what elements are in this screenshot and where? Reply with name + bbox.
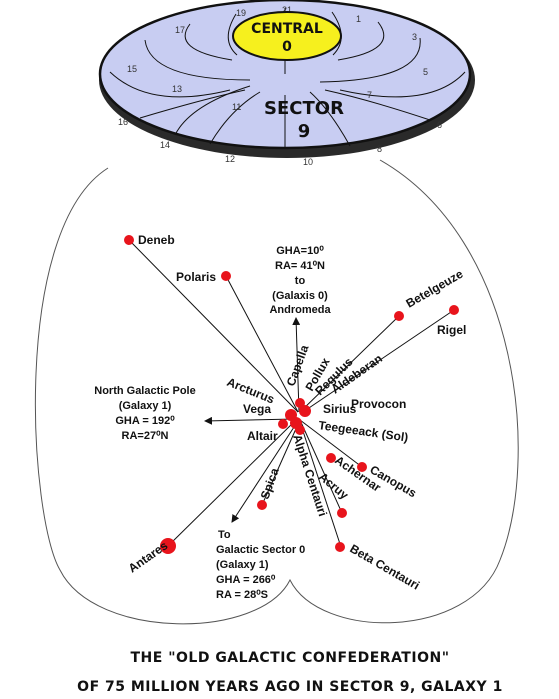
svg-text:17: 17 — [175, 25, 185, 35]
note-andromeda: GHA=10⁰ RA= 41⁰N to (Galaxis 0) Andromed… — [269, 245, 331, 316]
svg-text:(Galaxy 1): (Galaxy 1) — [216, 559, 269, 571]
star-label-teegeeack: Teegeeack (Sol) — [318, 418, 410, 444]
star-label-sirius: Sirius — [323, 402, 357, 416]
star-dot-acruy — [337, 508, 347, 518]
central-zone — [232, 11, 342, 61]
svg-text:GHA = 266⁰: GHA = 266⁰ — [216, 574, 276, 586]
sector-number: 9 — [298, 121, 311, 142]
svg-text:14: 14 — [160, 140, 170, 150]
star-lines — [129, 240, 455, 547]
star-dot-antares — [160, 538, 176, 554]
projection-outline — [34, 159, 519, 625]
svg-text:Andromeda: Andromeda — [269, 304, 331, 316]
star-label-antares: Antares — [126, 538, 171, 575]
svg-text:(Galaxy 1): (Galaxy 1) — [119, 400, 172, 412]
galaxy-disc: 19 21 1 17 3 15 5 13 7 11 16 6 14 8 12 1… — [98, 0, 475, 167]
svg-text:to: to — [295, 275, 306, 287]
star-label-rigel: Rigel — [437, 323, 466, 337]
svg-text:RA = 28⁰S: RA = 28⁰S — [216, 589, 268, 601]
note-north-galactic-pole: North Galactic Pole (Galaxy 1) GHA = 192… — [94, 385, 195, 442]
star-dot-alpha-centauri — [295, 425, 305, 435]
star-dot-rigel — [449, 305, 459, 315]
star-label-altair: Altair — [247, 429, 278, 443]
svg-text:3: 3 — [412, 32, 417, 42]
svg-text:13: 13 — [172, 84, 182, 94]
star-dots — [124, 235, 459, 554]
svg-text:Galactic Sector 0: Galactic Sector 0 — [216, 544, 305, 556]
star-dot-deneb — [124, 235, 134, 245]
svg-text:8: 8 — [377, 144, 382, 154]
svg-text:19: 19 — [236, 8, 246, 18]
star-dot-betelgeuze — [394, 311, 404, 321]
sector-label: SECTOR — [264, 98, 344, 119]
svg-text:5: 5 — [423, 67, 428, 77]
star-dot-beta-centauri — [335, 542, 345, 552]
svg-text:21: 21 — [282, 5, 292, 15]
svg-text:15: 15 — [127, 64, 137, 74]
svg-text:16: 16 — [118, 117, 128, 127]
star-label-provocon: Provocon — [351, 397, 406, 411]
svg-text:10: 10 — [303, 157, 313, 167]
svg-text:(Galaxis 0): (Galaxis 0) — [272, 290, 328, 302]
svg-text:1: 1 — [356, 14, 361, 24]
sector-lines — [109, 8, 466, 148]
svg-text:To: To — [218, 529, 231, 541]
svg-text:RA= 41⁰N: RA= 41⁰N — [275, 260, 325, 272]
star-dot-sirius — [299, 405, 311, 417]
star-dot-polaris — [221, 271, 231, 281]
svg-text:7: 7 — [367, 90, 372, 100]
star-label-beta-centauri: Beta Centauri — [348, 541, 423, 592]
svg-text:North Galactic Pole: North Galactic Pole — [94, 385, 195, 397]
star-dot-achernar — [326, 453, 336, 463]
star-label-spica: Spica — [258, 466, 282, 501]
note-galactic-sector: To Galactic Sector 0 (Galaxy 1) GHA = 26… — [216, 529, 305, 601]
svg-text:12: 12 — [225, 154, 235, 164]
star-label-betelgeuze: Betelgeuze — [404, 267, 466, 311]
star-label-polaris: Polaris — [176, 270, 216, 284]
star-dot-altair — [278, 419, 288, 429]
svg-text:RA=27⁰N: RA=27⁰N — [122, 430, 169, 442]
central-number: 0 — [282, 39, 292, 55]
star-dot-spica — [257, 500, 267, 510]
svg-text:GHA=10⁰: GHA=10⁰ — [276, 245, 324, 257]
svg-text:6: 6 — [437, 120, 442, 130]
central-label: CENTRAL — [251, 21, 323, 37]
caption-line-1: THE "OLD GALACTIC CONFEDERATION" — [131, 650, 450, 666]
caption-line-2: OF 75 MILLION YEARS AGO IN SECTOR 9, GAL… — [77, 679, 503, 695]
star-label-deneb: Deneb — [138, 233, 175, 247]
star-dot-canopus — [357, 462, 367, 472]
svg-text:GHA = 192⁰: GHA = 192⁰ — [115, 415, 175, 427]
star-dot-pollux — [295, 398, 305, 408]
star-label-vega: Vega — [243, 402, 271, 416]
svg-text:11: 11 — [232, 102, 241, 112]
